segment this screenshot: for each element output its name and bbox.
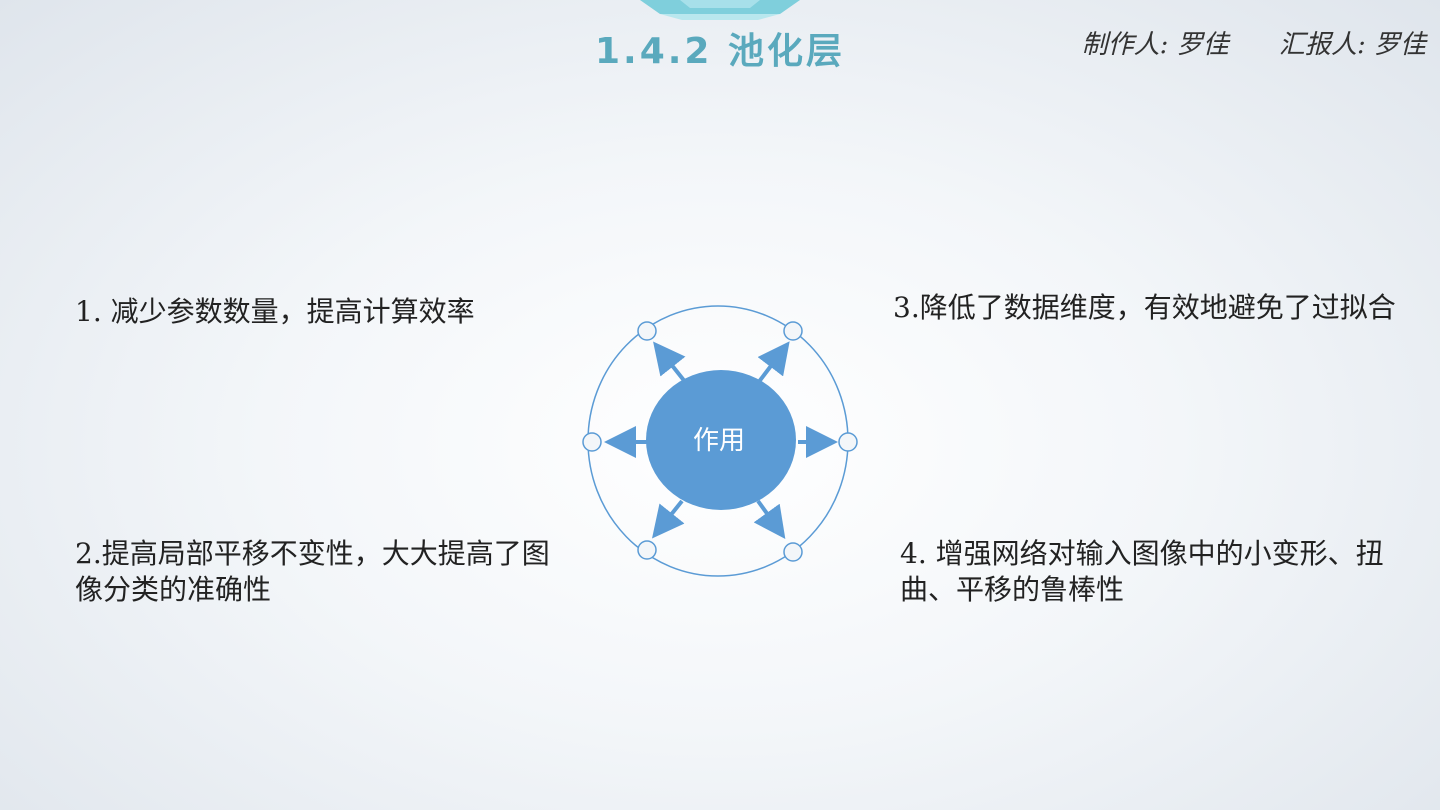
arrow-top-right bbox=[756, 341, 790, 385]
center-node-label: 作用 bbox=[693, 426, 745, 456]
credits: 制作人: 罗佳 汇报人: 罗佳 bbox=[1082, 24, 1426, 61]
ring-node-right bbox=[838, 432, 858, 452]
ring-node-left bbox=[582, 432, 602, 452]
page-title: 1.4.2 池化层 bbox=[594, 31, 846, 72]
author-label: 制作人: 罗佳 bbox=[1081, 30, 1229, 60]
ring-node-bottom-left bbox=[637, 540, 657, 560]
center-node bbox=[646, 370, 796, 510]
function-item-2: 2.提高局部平移不变性，大大提高了图像分类的准确性 bbox=[75, 537, 550, 606]
header-ribbon-decoration bbox=[640, 0, 800, 20]
arrow-bottom-left bbox=[652, 499, 685, 539]
arrow-top-left bbox=[653, 341, 688, 385]
reporter-label: 汇报人: 罗佳 bbox=[1278, 30, 1426, 60]
function-diagram: 作用 bbox=[582, 305, 858, 577]
function-item-3: 3.降低了数据维度，有效地避免了过拟合 bbox=[893, 291, 1396, 324]
function-item-1: 1. 减少参数数量，提高计算效率 bbox=[75, 295, 475, 328]
ring-node-top-left bbox=[637, 321, 657, 341]
ring-node-top-right bbox=[783, 321, 803, 341]
arrow-bottom-right bbox=[753, 499, 786, 539]
ring-node-bottom-right bbox=[783, 542, 803, 562]
function-item-4: 4. 增强网络对输入图像中的小变形、扭曲、平移的鲁棒性 bbox=[900, 537, 1384, 606]
